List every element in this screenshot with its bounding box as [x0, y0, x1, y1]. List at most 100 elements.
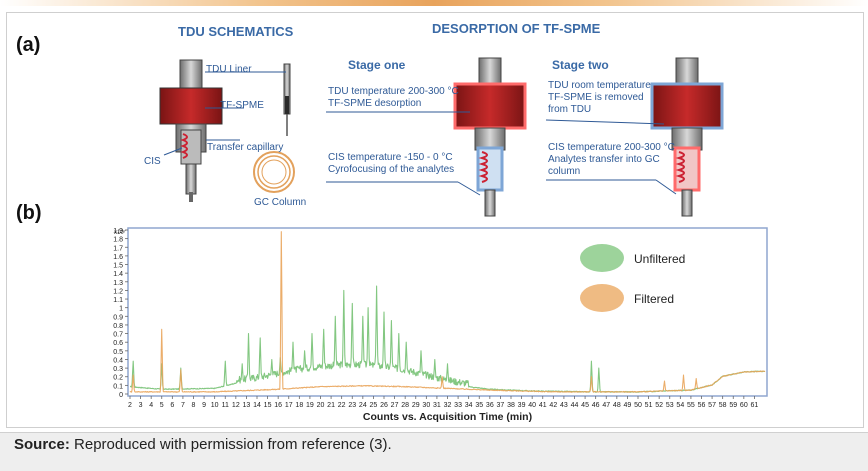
stage-one-title: Stage one	[348, 58, 406, 72]
x-tick-label: 5	[160, 402, 164, 409]
stage-two-cis-line3: column	[548, 166, 581, 177]
label-cis: CIS	[144, 156, 161, 167]
tdu-device-stage-two	[650, 57, 724, 217]
label-gc-column: GC Column	[254, 197, 307, 208]
label-tdu-liner: TDU Liner	[206, 64, 252, 75]
x-tick-label: 17	[285, 402, 293, 409]
x-tick-label: 8	[192, 402, 196, 409]
x-tick-label: 56	[698, 402, 706, 409]
x-tick-label: 27	[391, 402, 399, 409]
x-tick-label: 33	[454, 402, 462, 409]
stage-two-cis-line2: Analytes transfer into GC	[548, 154, 660, 165]
stage-one-cis-line1: CIS temperature -150 - 0 °C	[328, 152, 453, 163]
x-tick-label: 44	[571, 402, 579, 409]
x-tick-label: 24	[359, 402, 367, 409]
x-tick-label: 4	[149, 402, 153, 409]
x-tick-label: 59	[729, 402, 737, 409]
tdu-schematics-title: TDU SCHEMATICS	[178, 24, 294, 39]
x-tick-label: 40	[528, 402, 536, 409]
series-line-filtered	[129, 231, 766, 393]
legend-swatch	[580, 284, 624, 312]
x-tick-label: 35	[475, 402, 483, 409]
tdu-device-1	[159, 59, 223, 202]
x-tick-label: 7	[181, 402, 185, 409]
x-tick-label: 54	[676, 402, 684, 409]
x-tick-label: 32	[444, 402, 452, 409]
x-tick-label: 31	[433, 402, 441, 409]
y-tick-label: 0.7	[113, 332, 123, 339]
x-tick-label: 47	[602, 402, 610, 409]
x-tick-label: 15	[264, 402, 272, 409]
x-tick-label: 49	[624, 402, 632, 409]
x-tick-label: 23	[348, 402, 356, 409]
y-tick-label: 0.4	[113, 357, 123, 364]
x-tick-label: 36	[486, 402, 494, 409]
stage-two-cis-line1: CIS temperature 200-300 °C	[548, 142, 675, 153]
y-tick-label: 0.1	[113, 383, 123, 390]
x-tick-label: 43	[560, 402, 568, 409]
y-tick-label: 1.6	[113, 254, 123, 261]
x-tick-label: 16	[274, 402, 282, 409]
x-tick-label: 37	[497, 402, 505, 409]
y-tick-label: 0.3	[113, 366, 123, 373]
x-tick-label: 26	[380, 402, 388, 409]
schematics-illustration	[159, 57, 724, 217]
x-tick-label: 9	[202, 402, 206, 409]
x-tick-label: 11	[222, 402, 229, 409]
x-tick-label: 3	[139, 402, 143, 409]
x-tick-label: 53	[666, 402, 674, 409]
label-tf-spme: TF-SPME	[220, 100, 264, 111]
x-tick-label: 61	[751, 402, 759, 409]
x-tick-label: 51	[645, 402, 653, 409]
y-tick-label: 0.5	[113, 349, 123, 356]
x-tick-label: 30	[422, 402, 430, 409]
y-tick-label: 1	[119, 306, 123, 313]
x-tick-label: 14	[253, 402, 261, 409]
y-tick-label: 1.7	[113, 245, 123, 252]
x-tick-label: 46	[592, 402, 600, 409]
stage-one-tdu-line2: TF-SPME desorption	[328, 98, 422, 109]
y-tick-label: 0.8	[113, 323, 123, 330]
x-tick-label: 41	[539, 402, 547, 409]
x-tick-label: 55	[687, 402, 695, 409]
stage-two-tdu-line2: TF-SPME is removed	[548, 92, 644, 103]
y-tick-label: 0	[119, 392, 123, 399]
tdu-device-stage-one	[453, 57, 527, 217]
panel-b-letter: (b)	[16, 202, 42, 224]
source-text: Reproduced with permission from referenc…	[74, 436, 392, 453]
tf-spme-probe	[283, 63, 291, 136]
stage-two-tdu-line1: TDU room temperature	[548, 80, 651, 91]
x-tick-label: 25	[370, 402, 378, 409]
y-tick-label: 1.5	[113, 263, 123, 270]
x-tick-label: 34	[465, 402, 473, 409]
label-transfer-capillary: Transfer capillary	[207, 142, 284, 153]
x-tick-label: 20	[317, 402, 325, 409]
x-tick-label: 50	[634, 402, 642, 409]
desorption-title: DESORPTION OF TF-SPME	[432, 21, 601, 36]
source-caption: Source: Reproduced with permission from …	[14, 436, 392, 453]
panel-a-letter: (a)	[16, 34, 41, 56]
y-multiplier: x10⁷	[114, 229, 126, 236]
x-tick-label: 58	[719, 402, 727, 409]
y-tick-label: 1.4	[113, 271, 123, 278]
y-tick-label: 0.6	[113, 340, 123, 347]
x-tick-label: 12	[232, 402, 240, 409]
x-tick-label: 60	[740, 402, 748, 409]
x-tick-label: 45	[581, 402, 589, 409]
y-tick-label: 1.9	[113, 228, 123, 235]
top-accent-bar	[0, 0, 868, 6]
legend-swatch	[580, 244, 624, 272]
stage-one-tdu-line1: TDU temperature 200-300 °C	[328, 86, 459, 97]
stage-one-cis-line2: Cyrofocusing of the analytes	[328, 164, 455, 175]
y-tick-label: 1.1	[113, 297, 123, 304]
x-tick-label: 57	[708, 402, 716, 409]
x-tick-label: 48	[613, 402, 621, 409]
stage-two-title: Stage two	[552, 58, 609, 72]
legend-label: Filtered	[634, 292, 674, 306]
x-tick-label: 21	[327, 402, 335, 409]
x-tick-label: 6	[170, 402, 174, 409]
y-tick-label: 0.9	[113, 314, 123, 321]
chromatogram-chart: 00.10.20.30.40.50.60.70.80.911.11.21.31.…	[113, 227, 768, 423]
x-tick-label: 19	[306, 402, 314, 409]
x-tick-label: 52	[655, 402, 663, 409]
